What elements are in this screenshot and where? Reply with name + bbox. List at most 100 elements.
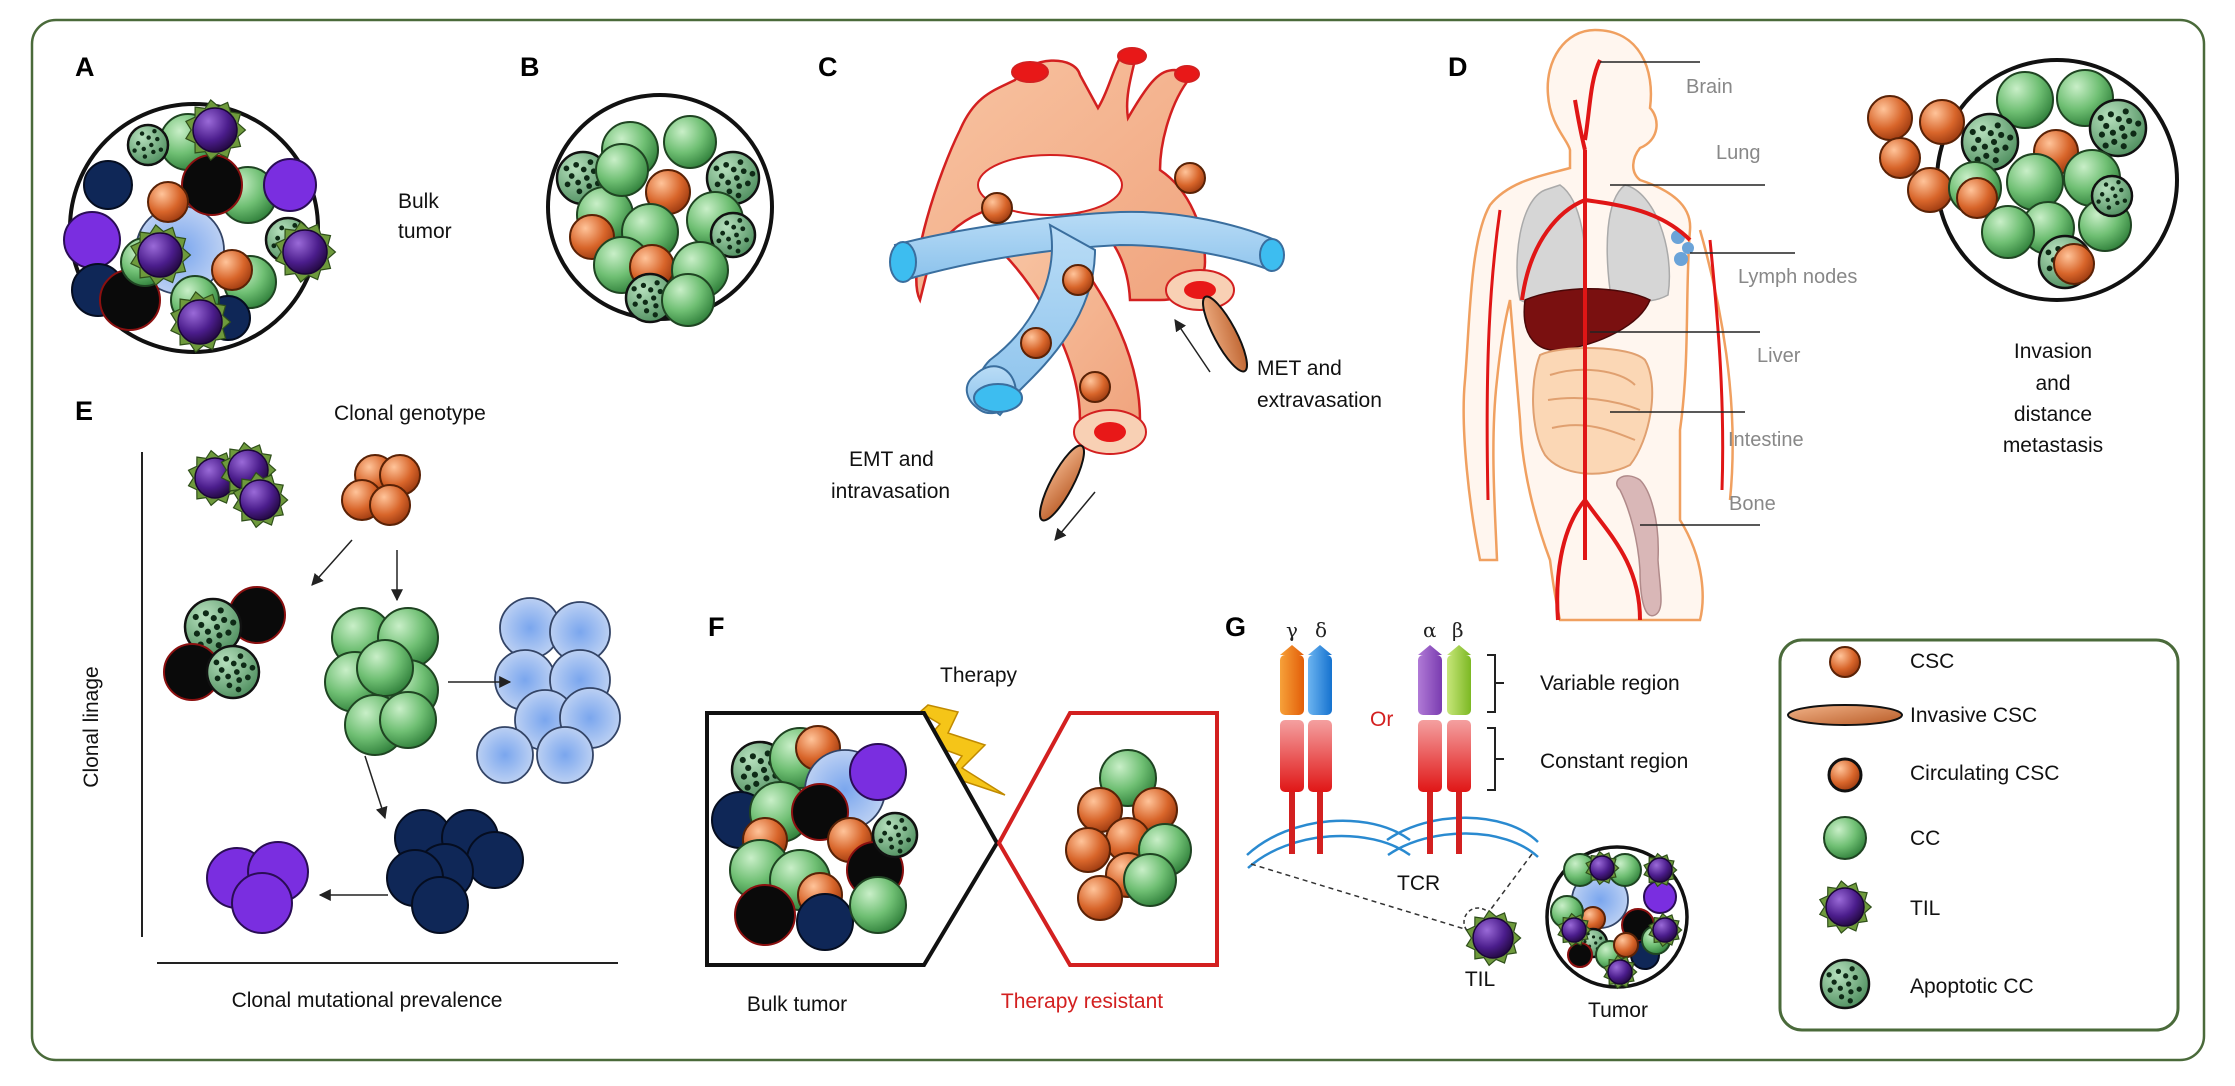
panel-d-letter: D <box>1448 52 1468 82</box>
artery-descending-lumen <box>1094 422 1126 442</box>
gamma-symbol: γ <box>1286 618 1298 642</box>
artery-right-lumen <box>1184 281 1216 299</box>
panel-f-cells <box>711 725 1192 951</box>
til-cell <box>1465 909 1522 967</box>
alpha-chain-constant <box>1418 720 1442 792</box>
violet-cell <box>849 743 907 801</box>
clonal-genotype-label: Clonal genotype <box>334 402 486 425</box>
beta-chain-transmembrane <box>1456 792 1462 854</box>
right-arm-outline <box>1698 229 1734 501</box>
metastasis-cells <box>1867 69 2148 290</box>
variable-region-bracket <box>1487 654 1504 713</box>
arm-arteries <box>1485 209 1725 501</box>
cc-cell <box>356 639 414 697</box>
apop-cell <box>183 597 243 657</box>
legend-item-til: TIL <box>1910 897 1940 920</box>
met-arrow <box>1174 319 1211 373</box>
organ-lymph-nodes: Lymph nodes <box>1738 266 1857 288</box>
panel-b-letter: B <box>520 52 540 82</box>
met-label-line2: extravasation <box>1257 389 1382 412</box>
gamma-chain-tip <box>1280 645 1304 655</box>
black-cell <box>181 154 243 216</box>
legend-symbol-til <box>1818 880 1873 934</box>
cc-cell <box>849 876 907 934</box>
legend: CSC Invasive CSC Circulating CSC CC TIL … <box>1778 638 2180 1032</box>
til-cell <box>1585 850 1620 886</box>
delta-chain-variable <box>1308 655 1332 715</box>
apop-cell <box>2088 98 2148 158</box>
panel-b: B <box>520 52 774 327</box>
panel-a-label-line2: tumor <box>398 220 452 243</box>
apop-cell <box>709 211 757 259</box>
csc-cell <box>1956 177 1998 219</box>
panel-e-letter: E <box>75 396 93 426</box>
legend-symbol-invasive-csc <box>1787 704 1903 726</box>
organ-bone: Bone <box>1729 493 1776 515</box>
clonal-evolution-cells <box>163 441 621 934</box>
lymph-node-3 <box>1674 252 1688 266</box>
legend-item-csc: CSC <box>1910 650 1954 673</box>
panel-f: F Therapy Bulk tumor Therapy resistant <box>705 612 1219 1016</box>
csc-cell <box>211 249 253 291</box>
lightning-bolt-icon <box>918 704 1006 796</box>
cc-cell <box>1996 71 2054 129</box>
gamma-chain-variable <box>1280 655 1304 715</box>
navy-cell <box>411 876 469 934</box>
bulk-tumor-label: Bulk tumor <box>747 993 847 1016</box>
artery-top-opening-2 <box>1117 47 1147 65</box>
arrow-to-navy <box>364 755 388 820</box>
csc-cell <box>1065 827 1111 873</box>
panel-b-cells <box>555 115 761 327</box>
til-cell <box>130 224 192 286</box>
alpha-symbol: α <box>1423 618 1437 642</box>
legend-item-cc: CC <box>1910 827 1940 850</box>
vein-opening-bottom <box>973 383 1023 413</box>
apop-cell <box>871 811 919 859</box>
membrane-right-inner <box>1387 832 1539 858</box>
membrane-right-outer <box>1386 816 1539 843</box>
beta-chain-variable <box>1447 655 1471 715</box>
metastasis-label-line4: metastasis <box>2003 434 2103 457</box>
zoom-line-left <box>1250 863 1469 931</box>
violet-cell <box>231 872 293 934</box>
til-cell <box>1557 912 1592 948</box>
panel-a: A Bulk tumor <box>63 52 452 354</box>
artery-top-opening-1 <box>1011 61 1049 83</box>
beta-symbol: β <box>1452 618 1464 642</box>
apop-cell <box>126 123 170 167</box>
alpha-chain-tip <box>1418 645 1442 655</box>
organ-intestine: Intestine <box>1728 429 1804 451</box>
cc-cell <box>663 115 717 169</box>
panel-a-cells <box>63 99 337 353</box>
invasive-csc-emt <box>1039 444 1085 522</box>
csc-cell <box>147 181 189 223</box>
beta-chain-constant <box>1447 720 1471 792</box>
delta-chain-tip <box>1308 645 1332 655</box>
gamma-chain-constant <box>1280 720 1304 792</box>
violet-cell <box>63 211 121 269</box>
organ-brain: Brain <box>1686 76 1733 98</box>
legend-box <box>1778 638 2180 1032</box>
tcr-label: TCR <box>1397 872 1440 895</box>
cc-cell <box>379 691 437 749</box>
til-cell <box>1643 852 1678 888</box>
csc-cell <box>1867 95 1913 141</box>
legend-symbol-csc <box>1829 646 1861 678</box>
csc-cell <box>2053 243 2095 285</box>
legend-item-invasive-csc: Invasive CSC <box>1910 704 2037 727</box>
cc-cell <box>595 143 649 197</box>
til-label: TIL <box>1465 968 1495 991</box>
csc-cell <box>1062 264 1094 296</box>
beta-chain-tip <box>1447 645 1471 655</box>
panel-a-letter: A <box>75 52 95 82</box>
csc-cell <box>1613 932 1639 958</box>
emt-arrow <box>1054 491 1096 541</box>
intestine <box>1532 347 1654 475</box>
lb-cell <box>476 726 534 784</box>
therapy-resistant-label: Therapy resistant <box>1001 990 1163 1013</box>
csc-cell <box>1079 371 1111 403</box>
artery-lumen <box>977 154 1123 216</box>
panel-g-letter: G <box>1225 612 1246 642</box>
membrane-left-outer <box>1246 819 1411 856</box>
